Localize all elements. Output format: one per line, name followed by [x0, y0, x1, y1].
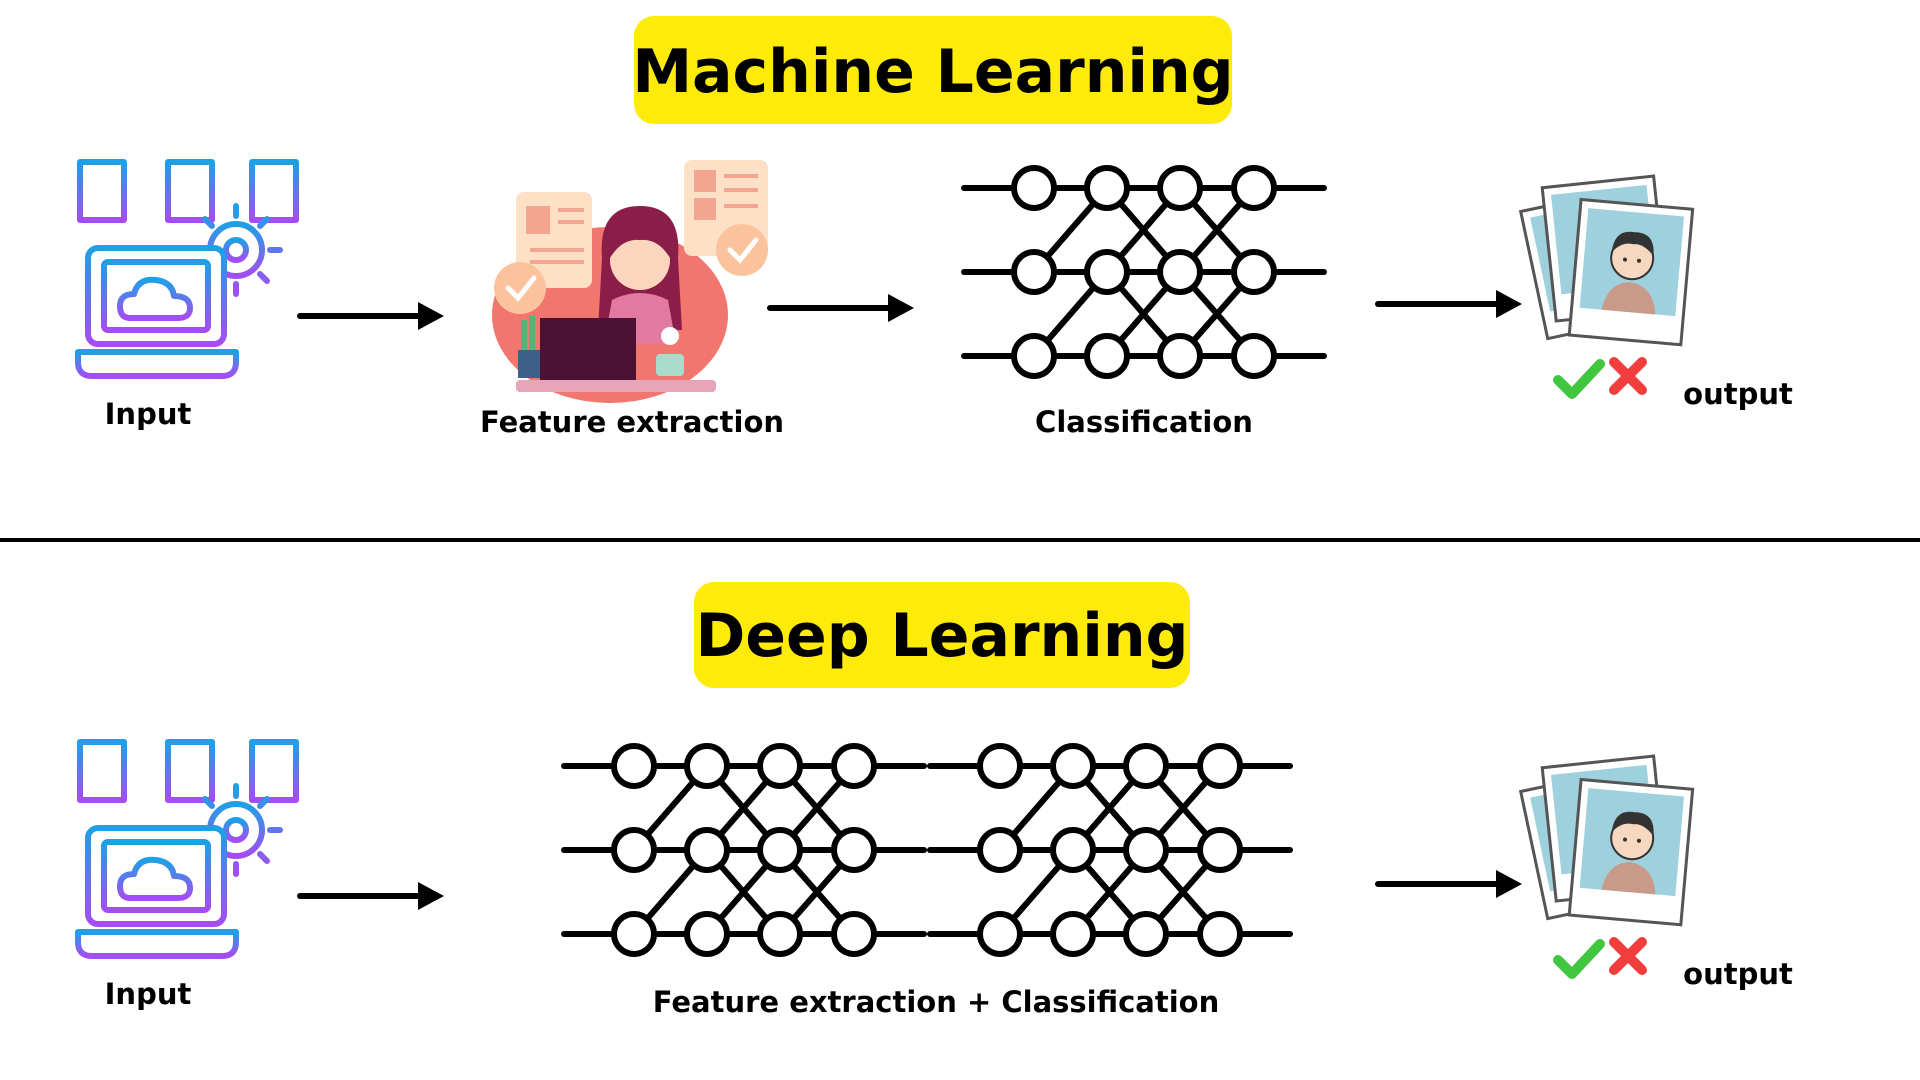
ml-title-highlight [634, 16, 1232, 124]
ml-arrow-1 [300, 302, 444, 330]
ml-neural-net [964, 168, 1324, 376]
dl-arrow-2 [1378, 870, 1522, 898]
data-laptop-cloud-gear-icon [78, 162, 296, 376]
dl-section: Deep Learning Input Feature extraction +… [78, 582, 1793, 1019]
ml-classification-label: Classification [1035, 405, 1253, 439]
ml-arrow-2 [770, 294, 914, 322]
photo-stack-icon [1521, 176, 1693, 394]
person-at-laptop-illustration [492, 160, 768, 403]
ml-feature-label: Feature extraction [480, 405, 784, 439]
ml-section: Machine Learning Input [78, 16, 1793, 439]
dl-neural-net-2 [930, 746, 1290, 954]
data-laptop-cloud-gear-icon [78, 742, 296, 956]
dl-arrow-1 [300, 882, 444, 910]
dl-output-label: output [1683, 957, 1793, 991]
dl-title-highlight [694, 582, 1190, 688]
dl-title: Deep Learning [696, 601, 1189, 671]
ml-output-label: output [1683, 377, 1793, 411]
dl-neural-net-1 [564, 746, 924, 954]
dl-input-label: Input [105, 977, 192, 1011]
ml-arrow-3 [1378, 290, 1522, 318]
dl-combined-label: Feature extraction + Classification [653, 985, 1220, 1019]
ml-title: Machine Learning [632, 37, 1233, 107]
ml-input-label: Input [105, 397, 192, 431]
photo-stack-icon [1521, 756, 1693, 974]
